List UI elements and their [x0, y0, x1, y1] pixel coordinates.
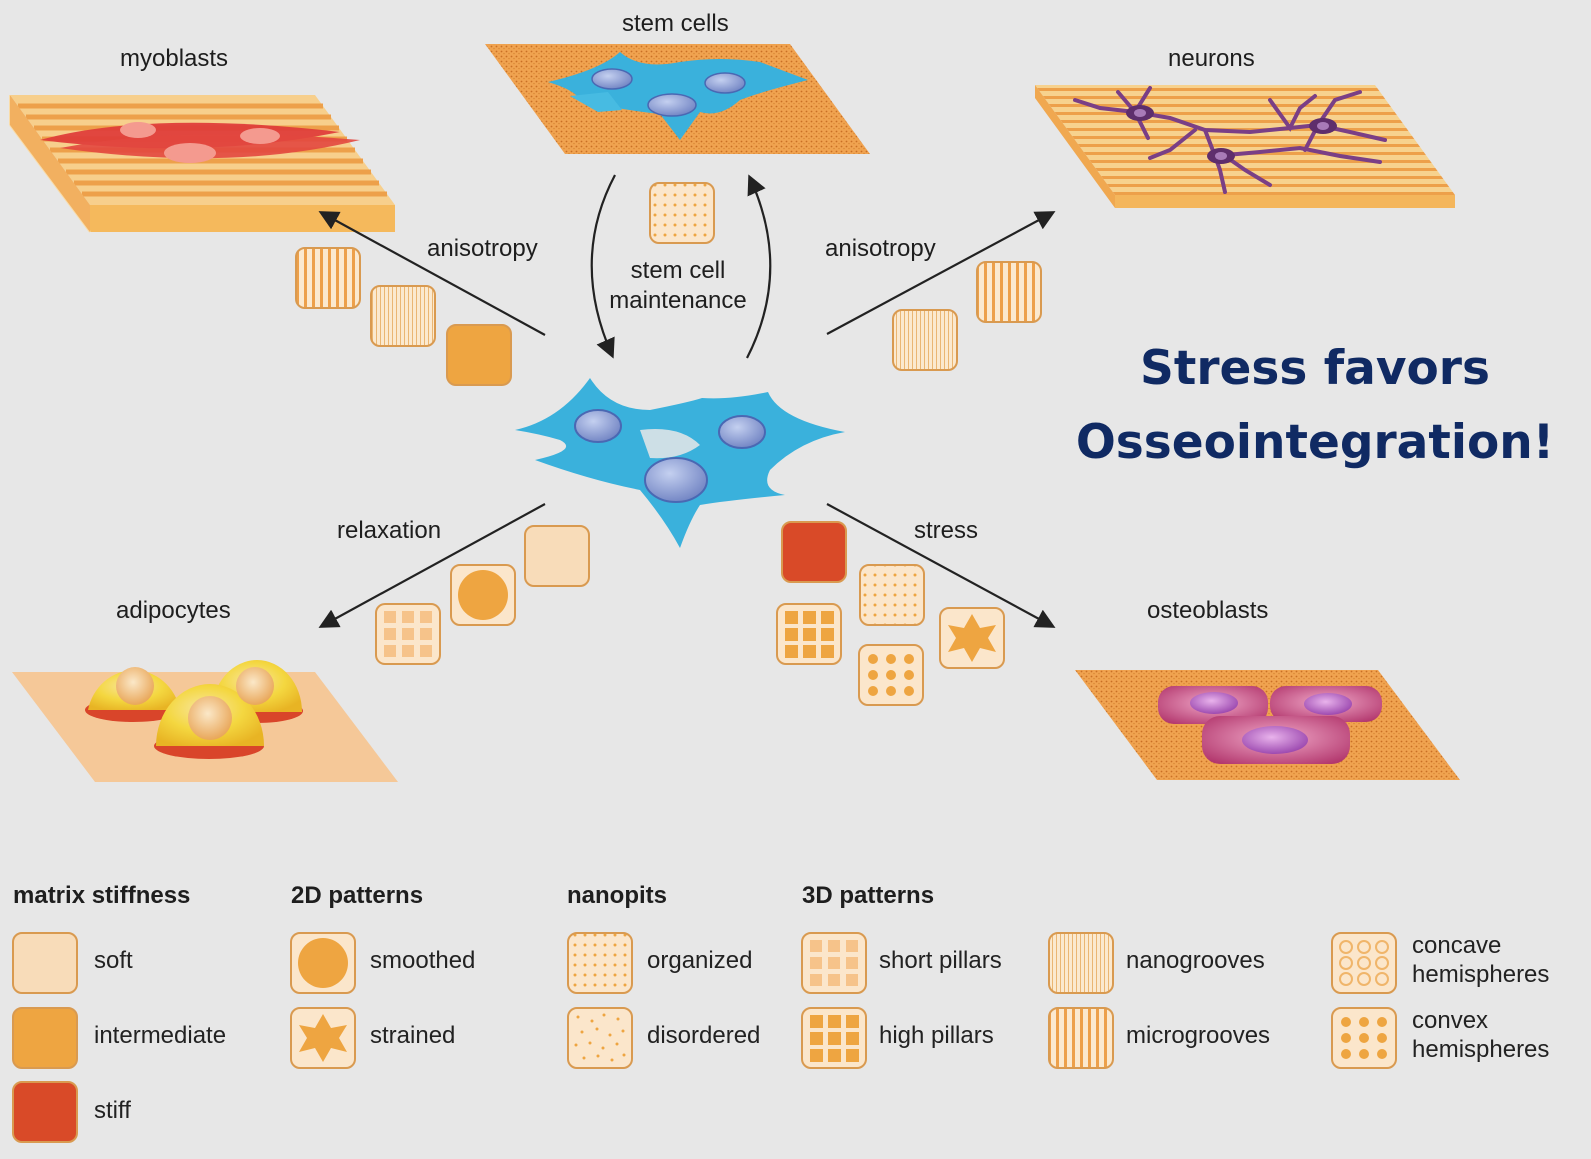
swatch-disordered: [567, 1007, 633, 1069]
legend-item-convex-line2: hemispheres: [1412, 1036, 1550, 1063]
legend-item-smoothed: smoothed: [370, 947, 476, 974]
legend-item-concave-line2: hemispheres: [1412, 961, 1550, 988]
message-line2: Osseointegration!: [1075, 415, 1555, 470]
swatch-organized: [567, 932, 633, 994]
legend-item-nanogrooves: nanogrooves: [1126, 947, 1265, 974]
swatch-intermediate: [12, 1007, 78, 1069]
legend-item-soft: soft: [94, 947, 133, 974]
arrow-maintenance-up: [746, 174, 772, 359]
legend-swatches: [12, 932, 1397, 1143]
message-line1: Stress favors: [1140, 341, 1490, 396]
label-anisotropy-left: anisotropy: [427, 235, 538, 262]
label-anisotropy-right: anisotropy: [825, 235, 936, 262]
legend-title-3d-patterns: 3D patterns: [802, 882, 935, 909]
neurons-illustration: [1035, 85, 1455, 208]
label-myoblasts: myoblasts: [120, 45, 229, 72]
adipocytes-illustration: [12, 660, 398, 782]
legend-title-matrix-stiffness: matrix stiffness: [13, 882, 191, 909]
label-adipocytes: adipocytes: [116, 597, 231, 624]
arrow-maintenance-down: [590, 174, 616, 359]
legend-item-microgrooves: microgrooves: [1126, 1022, 1271, 1049]
arrow-to-neurons: [826, 211, 1056, 335]
label-stress: stress: [914, 517, 979, 544]
stem-cells-illustration: [485, 44, 870, 154]
legend-title-2d-patterns: 2D patterns: [291, 882, 424, 909]
legend-item-organized: organized: [647, 947, 753, 974]
legend-item-concave-line1: concave: [1412, 932, 1502, 959]
label-stem-cells: stem cells: [622, 10, 729, 37]
label-neurons: neurons: [1168, 45, 1255, 72]
legend-item-short-pillars: short pillars: [879, 947, 1002, 974]
swatch-stiff: [12, 1081, 78, 1143]
swatch-nanogrooves: [1048, 932, 1114, 994]
legend-item-strained: strained: [370, 1022, 456, 1049]
myoblasts-illustration: [9, 95, 395, 233]
arrow-to-osteoblasts: [826, 503, 1056, 628]
legend-title-nanopits: nanopits: [567, 882, 667, 909]
central-stem-cells: [515, 378, 845, 548]
label-maintenance-line2: maintenance: [609, 287, 747, 314]
osteoblasts-illustration: [1075, 670, 1460, 780]
label-relaxation: relaxation: [337, 517, 442, 544]
legend-item-intermediate: intermediate: [94, 1022, 227, 1049]
label-maintenance-line1: stem cell: [630, 257, 726, 284]
label-osteoblasts: osteoblasts: [1147, 597, 1269, 624]
swatch-microgrooves: [1048, 1007, 1114, 1069]
swatch-soft: [12, 932, 78, 994]
arrow-to-myoblasts: [318, 211, 546, 336]
legend-item-disordered: disordered: [647, 1022, 761, 1049]
pathway-arrows: [318, 174, 1056, 628]
legend-item-convex-line1: convex: [1412, 1007, 1489, 1034]
arrow-to-adipocytes: [318, 503, 546, 628]
pathway-tiles: [295, 182, 1042, 706]
legend-item-stiff: stiff: [94, 1097, 131, 1124]
legend-item-high-pillars: high pillars: [879, 1022, 994, 1049]
